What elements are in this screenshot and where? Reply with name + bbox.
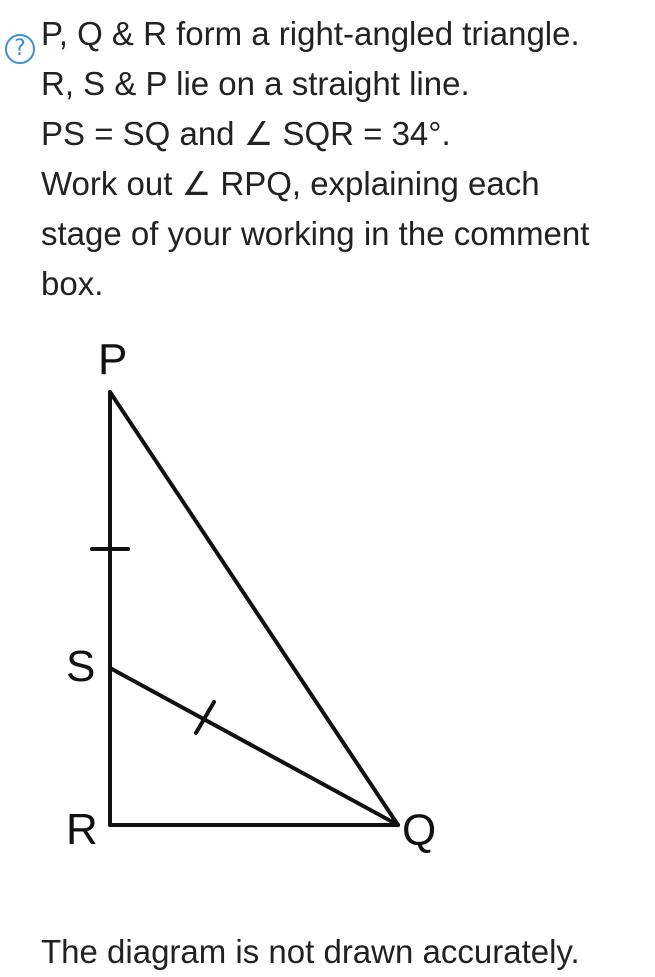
label-q: Q: [402, 806, 436, 855]
question-line-6: box.: [41, 265, 104, 302]
question-line-2: R, S & P lie on a straight line.: [41, 65, 470, 102]
side-pq: [108, 390, 400, 827]
diagram-disclaimer: The diagram is not drawn accurately.: [41, 933, 580, 970]
triangle-diagram: P S R Q: [66, 335, 436, 855]
question-line-3: PS = SQ and ∠ SQR = 34°.: [41, 115, 451, 152]
label-p: P: [98, 335, 127, 384]
question-line-5: stage of your working in the comment: [41, 215, 590, 252]
label-s: S: [66, 642, 95, 691]
question-line-4: Work out ∠ RPQ, explaining each: [41, 165, 540, 202]
label-r: R: [66, 805, 98, 854]
tick-mark-sq: [194, 700, 216, 735]
question-line-1: P, Q & R form a right-angled triangle.: [41, 15, 580, 52]
help-circle-icon[interactable]: ?: [5, 34, 35, 64]
segment-sq: [108, 666, 400, 827]
